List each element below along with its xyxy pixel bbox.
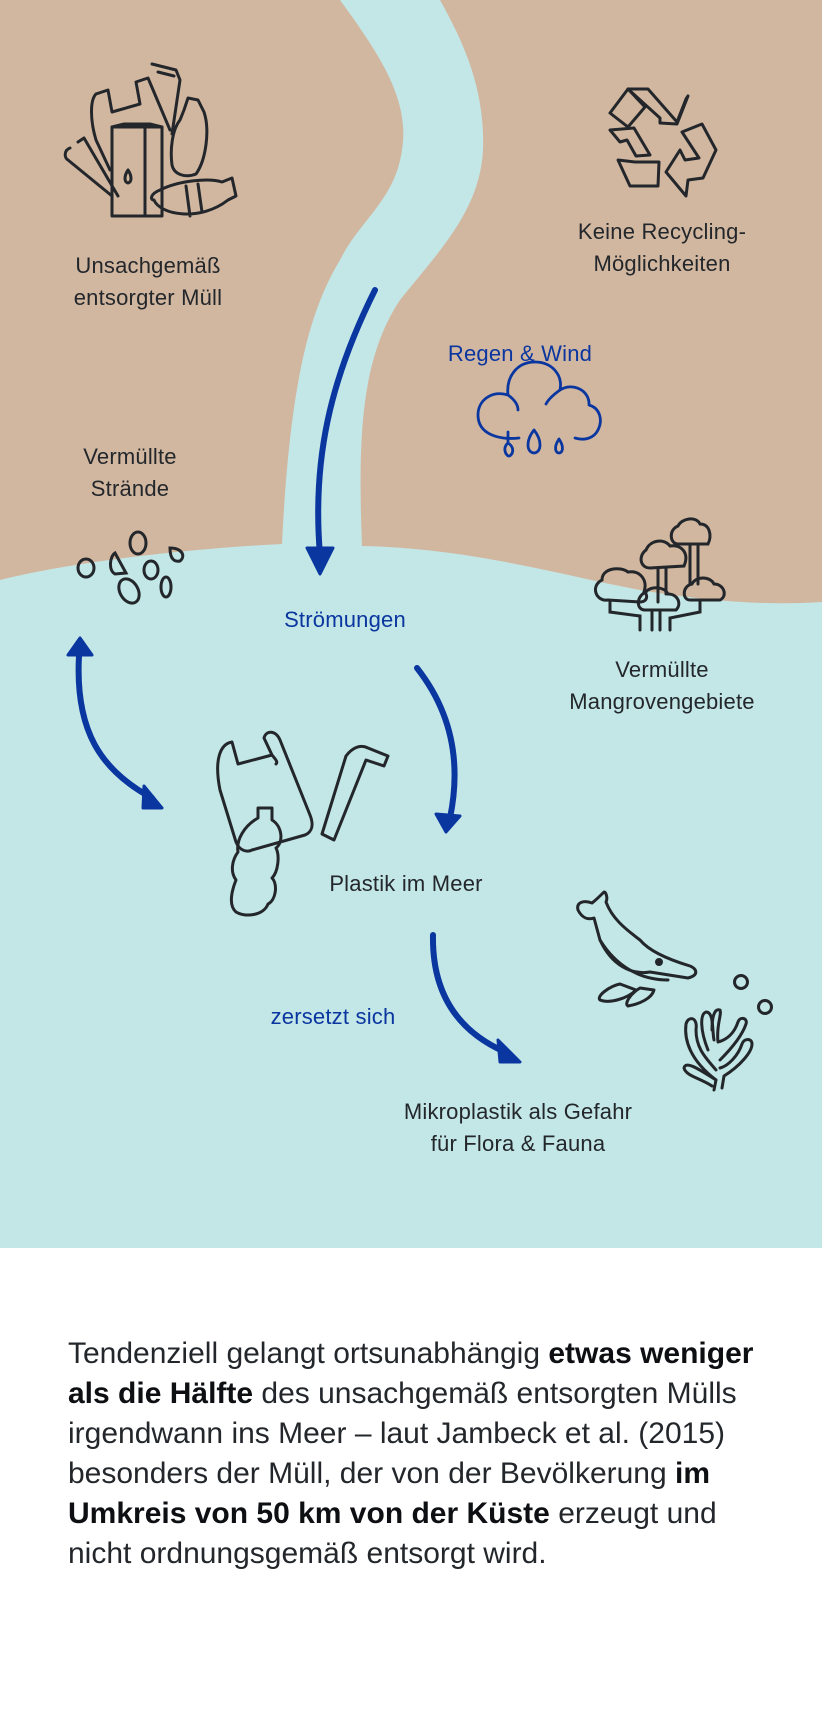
- paragraph-segment: des unsachgemäß entsorgten Mülls irgendw…: [68, 1377, 737, 1490]
- arrow-double-beach: [66, 636, 164, 810]
- label-rain-wind: Regen & Wind: [447, 341, 593, 366]
- label-microplastic-line-2: für Flora & Fauna: [430, 1131, 606, 1156]
- label-beaches-line-1: Vermüllte: [83, 444, 177, 469]
- label-waste-line-1: Unsachgemäß: [75, 253, 221, 278]
- arrow-decomposes: [429, 932, 522, 1064]
- paragraph-segment: Tendenziell gelangt ortsunabhängig: [68, 1337, 549, 1370]
- label-mangroves-line-1: Vermüllte: [615, 657, 709, 682]
- label-beaches: Vermüllte Strände: [60, 441, 200, 505]
- label-recycling-line-2: Möglichkeiten: [593, 251, 731, 276]
- plastic-bag-bottle-straw-icon: [216, 730, 390, 917]
- label-mangroves: Vermüllte Mangrovengebiete: [552, 654, 772, 718]
- trash-pile-icon: [63, 62, 238, 218]
- explanatory-paragraph: Tendenziell gelangt ortsunabhängig etwas…: [68, 1334, 768, 1574]
- paragraph-bold-segment: im Umkreis von 50 km von der Küste: [68, 1457, 711, 1530]
- label-waste-line-2: entsorgter Müll: [73, 285, 223, 310]
- diagram-scene: [0, 0, 822, 1248]
- label-recycling: Keine Recycling- Möglichkeiten: [552, 216, 772, 280]
- paragraph-segment: erzeugt und nicht ordnungsgemäß entsorgt…: [68, 1497, 717, 1570]
- whale-icon: [576, 890, 698, 1008]
- bubbles-icon: [733, 974, 773, 1015]
- label-currents: Strömungen: [284, 607, 406, 632]
- rain-cloud-icon: [476, 360, 602, 458]
- label-microplastic: Mikroplastik als Gefahr für Flora & Faun…: [368, 1096, 668, 1160]
- label-recycling-line-1: Keine Recycling-: [577, 219, 747, 244]
- arrow-river-to-sea: [305, 287, 378, 576]
- recycling-icon: [608, 87, 718, 198]
- label-plastic-sea: Plastik im Meer: [329, 871, 483, 896]
- label-mangroves-line-2: Mangrovengebiete: [569, 689, 755, 714]
- label-microplastic-line-1: Mikroplastik als Gefahr: [403, 1099, 633, 1124]
- mangrove-trees-icon: [593, 517, 726, 632]
- beach-debris-icon: [76, 530, 185, 605]
- coral-icon: [682, 1008, 754, 1092]
- arrow-currents: [414, 665, 462, 834]
- label-beaches-line-2: Strände: [90, 476, 170, 501]
- label-waste: Unsachgemäß entsorgter Müll: [48, 250, 248, 314]
- land-left: [0, 0, 404, 580]
- land-right: [360, 0, 822, 604]
- paragraph-bold-segment: etwas weniger als die Hälfte: [68, 1337, 754, 1410]
- label-decomposes: zersetzt sich: [270, 1004, 396, 1029]
